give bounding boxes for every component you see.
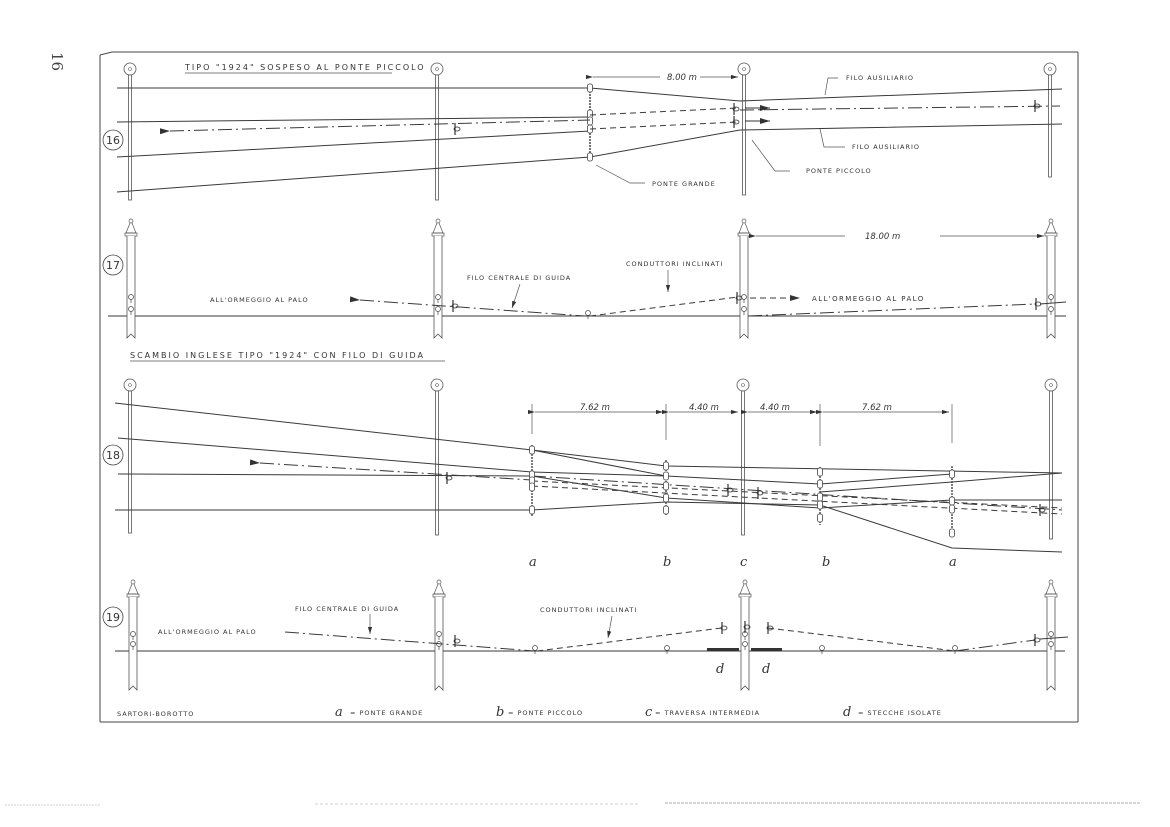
- dimension-2: 4.40 m: [689, 403, 719, 413]
- fig16-number: 16: [106, 134, 120, 147]
- label-ormeggio-left: ALL'ORMEGGIO AL PALO: [210, 296, 309, 304]
- figure-19: 19 d d FILO CENTRALE DI GUIDA ALL'ORMEGG…: [102, 579, 1069, 691]
- lattice-pole-icon: [1044, 218, 1058, 339]
- bridge-b-left: [663, 460, 669, 515]
- pole-icon: [123, 62, 137, 201]
- label-filo-ausiliario-top: FILO AUSILIARIO: [846, 74, 914, 82]
- legend-text-b: = PONTE PICCOLO: [508, 709, 583, 717]
- fig16-number-badge: [102, 129, 124, 151]
- dimension-1: 7.62 m: [580, 403, 610, 413]
- lattice-pole-icon: [126, 579, 140, 691]
- station-letter-b: b: [822, 555, 830, 570]
- author-credit: SARTORI-BOROTTO: [117, 710, 194, 718]
- pole-icon: [736, 378, 750, 536]
- pole-icon: [430, 378, 444, 536]
- figure-18: 18: [102, 378, 1063, 570]
- fig17-number-badge: [102, 254, 124, 276]
- label-filo-centrale: FILO CENTRALE DI GUIDA: [467, 274, 571, 282]
- label-conduttori: CONDUTTORI INCLINATI: [626, 260, 723, 268]
- pole-icon: [737, 62, 751, 196]
- label-ponte-piccolo: PONTE PICCOLO: [806, 167, 872, 175]
- label-ormeggio-right: ALL'ORMEGGIO AL PALO: [812, 295, 925, 303]
- bridge-b-right: [817, 467, 823, 525]
- label-ormeggio: ALL'ORMEGGIO AL PALO: [158, 628, 257, 636]
- figure-16: TIPO "1924" SOSPESO AL PONTE PICCOLO 16: [102, 62, 1063, 201]
- station-letter-b: b: [663, 555, 671, 570]
- lattice-pole-icon: [1044, 579, 1058, 691]
- fig18-number-badge: [102, 444, 124, 466]
- legend-symbol-a: a: [335, 705, 343, 720]
- fig16-dimension: 8.00 m: [667, 73, 697, 83]
- lattice-pole-icon: [431, 218, 445, 339]
- station-letter-a: a: [949, 555, 957, 570]
- label-conduttori: CONDUTTORI INCLINATI: [540, 606, 637, 614]
- lattice-pole-icon: [738, 579, 752, 691]
- fig19-number-badge: [102, 606, 124, 628]
- bridge-a-left: [529, 445, 535, 516]
- pole-icon: [430, 62, 444, 201]
- dimension-3: 4.40 m: [760, 403, 790, 413]
- label-filo-ausiliario-bottom: FILO AUSILIARIO: [852, 143, 920, 151]
- legend: a = PONTE GRANDE b = PONTE PICCOLO c = T…: [335, 705, 942, 720]
- pole-icon: [1044, 378, 1058, 540]
- fig19-number: 19: [106, 611, 120, 624]
- bridge-a-right: [949, 466, 955, 538]
- legend-symbol-b: b: [496, 705, 504, 720]
- legend-text-c: = TRAVERSA INTERMEDIA: [655, 709, 760, 717]
- legend-text-d: = STECCHE ISOLATE: [858, 709, 942, 717]
- insulated-strip-right: [751, 648, 782, 651]
- label-d-right: d: [762, 662, 770, 677]
- page-number: 16: [48, 52, 66, 71]
- pole-icon: [1043, 62, 1057, 178]
- drawing-frame: [99, 51, 1079, 723]
- insulated-strip-left: [707, 648, 739, 651]
- label-d-left: d: [716, 662, 724, 677]
- fig17-dimension: 18.00 m: [865, 232, 900, 242]
- fig17-number: 17: [106, 259, 120, 272]
- station-letter-a: a: [529, 555, 537, 570]
- lattice-pole-icon: [432, 579, 446, 691]
- fig16-title: TIPO "1924" SOSPESO AL PONTE PICCOLO: [184, 63, 426, 72]
- station-letter-c: c: [740, 555, 748, 570]
- scan-artifacts: [5, 802, 1140, 806]
- lattice-pole-icon: [124, 218, 138, 339]
- legend-text-a: = PONTE GRANDE: [350, 709, 423, 717]
- pole-icon: [123, 378, 137, 534]
- dimension-4: 7.62 m: [862, 403, 892, 413]
- fig18-number: 18: [106, 449, 120, 462]
- legend-symbol-d: d: [843, 705, 851, 720]
- figure-17: 17 ALL'ORMEGGIO AL PALO FILO CENTRALE DI…: [102, 218, 1067, 339]
- label-ponte-grande: PONTE GRANDE: [652, 180, 716, 188]
- label-filo-centrale: FILO CENTRALE DI GUIDA: [295, 605, 399, 613]
- legend-symbol-c: c: [645, 705, 653, 720]
- section-title: SCAMBIO INGLESE TIPO "1924" CON FILO DI …: [130, 351, 425, 360]
- lattice-pole-icon: [737, 218, 751, 339]
